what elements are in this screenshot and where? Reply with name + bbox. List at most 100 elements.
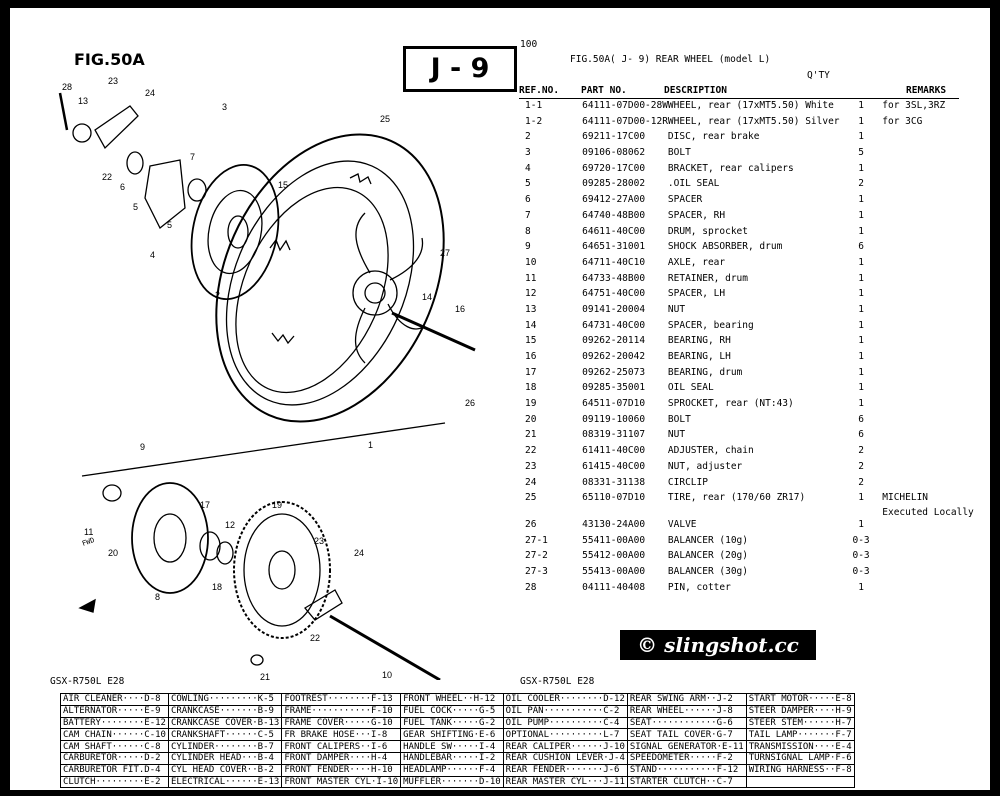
parts-cell-part: 69412-27A00 [582, 194, 646, 206]
parts-cell-desc: BRACKET, rear calipers [667, 162, 794, 174]
parts-cell-part: 64731-40C00 [582, 319, 646, 331]
index-entry: FRONT MASTER CYL·I-10 [281, 775, 402, 789]
qty-header: Q'TY [807, 70, 830, 81]
callout-number: 7 [190, 152, 195, 162]
index-entry: STARTER CLUTCH··C-7 [626, 775, 747, 789]
parts-cell-qty: 2 [858, 178, 864, 190]
callout-number: 5 [167, 220, 172, 230]
index-entry: CYLINDER········B-7 [167, 740, 283, 753]
callout-number: 3 [222, 102, 227, 112]
index-entry: MUFFLER·······D-10 [400, 775, 504, 789]
callout-number: 11 [84, 527, 93, 537]
callout-number: 8 [155, 592, 160, 602]
parts-cell-desc: SPACER, bearing [667, 319, 754, 331]
index-entry: CARBURETOR FIT.D-4 [60, 763, 169, 777]
parts-cell-ref: 9 [525, 241, 531, 253]
parts-cell-qty: 1 [858, 518, 864, 530]
index-entry: REAR MASTER CYL···J-11 [502, 775, 628, 789]
parts-cell-qty: 1 [858, 100, 864, 111]
index-entry: FRAME COVER·····G-10 [281, 716, 402, 730]
index-entry: COWLING·········K-5 [167, 693, 283, 706]
callout-number: 15 [278, 180, 288, 190]
index-entry: FRONT DAMPER····H-4 [281, 751, 402, 765]
index-entry: OIL PAN···········C-2 [502, 704, 628, 718]
index-entry: CRANKCASE COVER·B-13 [167, 716, 283, 730]
index-entry: FRONT FENDER····H-10 [281, 763, 402, 777]
parts-cell-part: 65110-07D10 [582, 492, 646, 504]
index-entry: REAR FENDER·······J-6 [502, 763, 628, 777]
parts-cell-ref: 21 [525, 429, 537, 441]
parts-cell-desc: WHEEL, rear (17xMT5.50) Silver [667, 115, 840, 127]
callout-number: 21 [260, 672, 270, 680]
callout-number: 25 [380, 114, 390, 124]
parts-cell-qty: 6 [858, 241, 864, 253]
parts-cell-part: 55411-00A00 [582, 534, 646, 546]
parts-cell-part: 08331-31138 [582, 476, 646, 488]
parts-cell-remarks [882, 273, 990, 289]
parts-cell-qty: 1 [858, 319, 864, 331]
parts-cell-qty: 1 [858, 398, 864, 410]
callout-number: 23 [314, 536, 324, 546]
parts-cell-desc: RETAINER, drum [667, 272, 748, 284]
parts-cell-qty: 1 [858, 162, 864, 174]
callout-number: 6 [120, 182, 125, 192]
index-entry: CRANKSHAFT······C-5 [167, 728, 283, 742]
parts-cell-part: 64611-40C00 [582, 225, 646, 237]
index-entry: BATTERY········E-12 [60, 716, 169, 730]
index-entry: REAR SWING ARM··J-2 [626, 693, 747, 706]
index-entry: CARBURETOR·····D-2 [60, 751, 169, 765]
parts-cell-qty: 1 [858, 194, 864, 206]
parts-cell-ref: 26 [525, 518, 537, 530]
parts-cell-part: 64511-07D10 [582, 398, 646, 410]
parts-cell-part: 55413-00A00 [582, 565, 646, 577]
index-entry: CAM SHAFT······C-8 [60, 740, 169, 753]
callout-number: 10 [382, 670, 392, 680]
model-label-left: GSX-R750L E28 [50, 676, 125, 687]
parts-cell-desc: SPACER [667, 194, 703, 206]
parts-cell-ref: 27-2 [525, 550, 548, 562]
model-label-right: GSX-R750L E28 [520, 676, 595, 687]
index-entry: OIL COOLER········D-12 [502, 693, 628, 706]
parts-cell-part: 09285-35001 [582, 382, 646, 394]
parts-cell-desc: BOLT [667, 147, 691, 159]
parts-cell-desc: NUT, adjuster [667, 460, 743, 472]
parts-cell-ref: 16 [525, 351, 537, 362]
index-entry: FR BRAKE HOSE···I-8 [281, 728, 402, 742]
parts-cell-part: 09106-08062 [582, 147, 646, 159]
parts-cell-qty: 1 [858, 288, 864, 300]
callout-number: 12 [225, 520, 235, 530]
parts-cell-desc: DISC, rear brake [667, 131, 760, 143]
parts-cell-qty: 2 [858, 460, 864, 472]
parts-cell-desc: WHEEL, rear (17xMT5.50) White [667, 100, 834, 111]
header-ref: REF.NO. [519, 85, 560, 96]
parts-cell-remarks: MICHELIN [882, 492, 929, 504]
parts-cell-qty: 6 [858, 413, 864, 425]
parts-cell-desc: SPACER, RH [667, 209, 726, 221]
parts-cell-remarks [882, 147, 990, 163]
header-part: PART NO. [581, 85, 627, 96]
parts-cell-ref: 18 [525, 382, 537, 394]
brake-disc-drawing [190, 164, 280, 300]
figure-label: FIG.50A [74, 50, 145, 69]
parts-cell-qty: 1 [858, 131, 864, 143]
parts-cell-remarks [882, 382, 990, 398]
parts-cell-desc: OIL SEAL [667, 382, 714, 394]
parts-cell-ref: 1-2 [525, 115, 543, 127]
parts-cell-remarks [882, 304, 990, 320]
parts-cell-qty: 1 [858, 303, 864, 315]
parts-cell-desc: SPACER, LH [667, 288, 726, 300]
parts-cell-qty: 2 [858, 445, 864, 457]
index-entry: CYL HEAD COVER··B-2 [167, 763, 283, 777]
parts-cell-ref: 6 [525, 194, 531, 206]
